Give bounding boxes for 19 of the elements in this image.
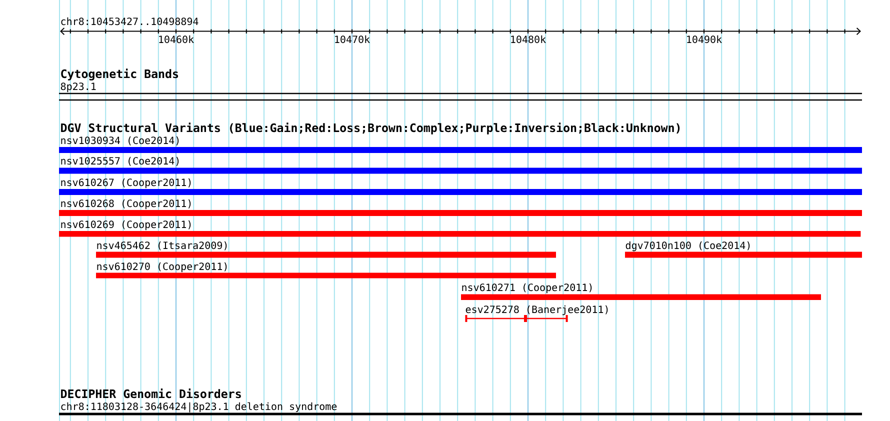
tick-label: 10490k [687, 35, 722, 44]
feature-label: nsv1025557 (Coe2014) [61, 156, 179, 166]
track-title: DGV Structural Variants (Blue:Gain;Red:Loss;Brown:Complex;Purple:Inversion;Black:Unknown) [61, 122, 680, 134]
feature-label: nsv610267 (Cooper2011) [61, 178, 191, 188]
feature-label: esv275278 (Banerjee2011) [466, 305, 608, 316]
feature-label: chr8:11803128-3646424|8p23.1 deletion syndrome [61, 402, 337, 412]
feature-label: nsv1030934 (Coe2014) [61, 136, 179, 146]
feature-label: nsv610270 (Cooper2011) [97, 262, 227, 272]
feature-label: nsv610269 (Cooper2011) [61, 220, 191, 230]
track-title: DECIPHER Genomic Disorders [61, 388, 241, 398]
feature-label: nsv465462 (Itsara2009) [97, 241, 227, 250]
feature-label: nsv610268 (Cooper2011) [61, 199, 191, 210]
feature-label: dgv7010n100 (Coe2014) [626, 241, 750, 252]
coordinate-label: chr8:10453427..10498894 [61, 17, 198, 26]
feature-label: 8p23.1 [60, 82, 96, 92]
tick-label: 10470k [335, 35, 370, 44]
tick-label: 10460k [159, 35, 194, 44]
feature-label: nsv610271 (Cooper2011) [462, 283, 592, 294]
tick-label: 10480k [511, 35, 546, 44]
